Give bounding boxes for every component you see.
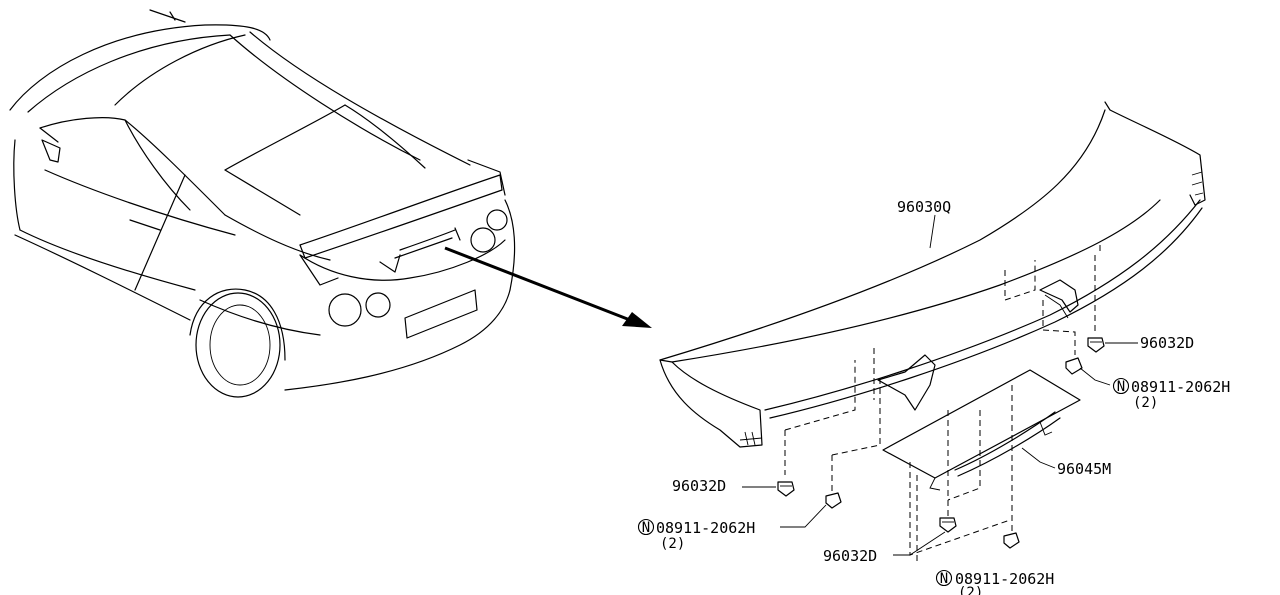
label-clip-bottom: 96032D: [823, 547, 877, 565]
nut-marker-bottom: N: [935, 569, 953, 587]
label-spoiler: 96030Q: [897, 198, 951, 216]
label-clip-left: 96032D: [672, 477, 726, 495]
nut-marker-top: N: [1112, 377, 1130, 395]
rear-spoiler-drawing: [659, 101, 1206, 565]
label-nut-left-qty: (2): [660, 536, 685, 552]
detail-arrow: [444, 246, 652, 328]
nut-marker-left: N: [637, 518, 655, 536]
nut-marker-left-letter: N: [642, 520, 650, 536]
label-nut-bottom-qty: (2): [958, 585, 983, 595]
label-nut-left: 08911-2062H: [656, 519, 755, 537]
nut-bottom: [1003, 532, 1020, 549]
nut-marker-bottom-letter: N: [940, 571, 948, 587]
nut-top: [1065, 357, 1083, 375]
clip-96032d-top: [1087, 337, 1105, 353]
nut-marker-top-letter: N: [1117, 379, 1125, 395]
nut-left: [825, 492, 842, 509]
label-nut-top: 08911-2062H: [1131, 378, 1230, 396]
label-nut-bottom: 08911-2062H: [955, 570, 1054, 588]
clip-96032d-left: [777, 481, 795, 497]
clip-96032d-bottom: [939, 517, 957, 533]
label-nut-top-qty: (2): [1133, 395, 1158, 411]
car-illustration: [9, 9, 516, 398]
label-clip-top: 96032D: [1140, 334, 1194, 352]
label-center-panel: 96045M: [1057, 460, 1111, 478]
